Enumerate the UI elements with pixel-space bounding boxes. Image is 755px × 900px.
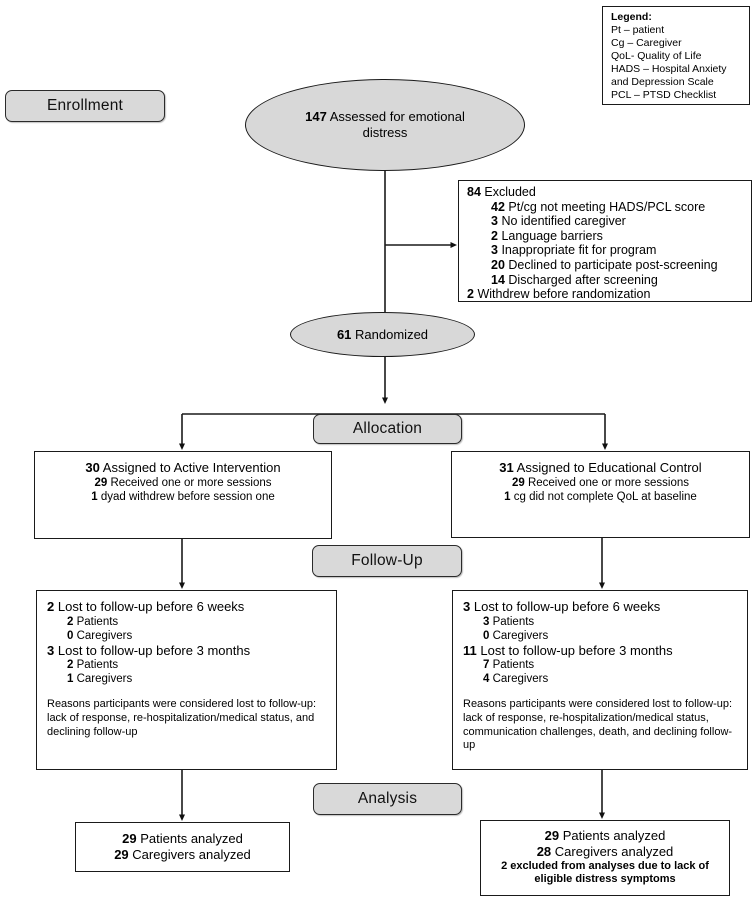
fu-right-g1: 3 Lost to follow-up before 6 weeks [463,599,661,614]
analysis-label-text: Analysis [357,790,418,807]
node-alloc-active: 30 Assigned to Active Intervention 29 Re… [34,451,332,539]
fu-left-g2-patients: 2 Patients [67,659,119,671]
fu-left-g1-caregivers: 0 Caregivers [67,629,133,642]
alloc-active-line: 1 dyad withdrew before session one [91,490,275,503]
node-analysis-control: 29 Patients analyzed 28 Caregivers analy… [480,820,730,896]
randomized-text: 61 Randomized [337,327,428,343]
legend-item-pt: Pt – patient [611,24,665,36]
node-excluded: 84 Excluded 42 Pt/cg not meeting HADS/PC… [458,180,752,302]
fu-right-g1-caregivers: 0 Caregivers [483,629,549,642]
alloc-active-heading: 30 Assigned to Active Intervention [85,460,281,475]
phase-label-allocation: Allocation [313,414,462,444]
phase-label-enrollment: Enrollment [5,90,165,122]
node-assessed: 147 Assessed for emotional distress [245,79,525,171]
randomized-label: Randomized [355,326,429,342]
fu-right-g2: 11 Lost to follow-up before 3 months [463,642,673,658]
fu-right-reasons: Reasons participants were considered los… [463,698,733,752]
legend-item-cg: Cg – Caregiver [611,37,682,49]
fu-right-g2-caregivers: 4 Caregivers [483,673,549,685]
excluded-reason: 3 No identified caregiver [491,214,626,229]
node-followup-control: 3 Lost to follow-up before 6 weeks 3 Pat… [452,590,748,770]
excluded-count: 84 [467,185,481,199]
node-alloc-control: 31 Assigned to Educational Control 29 Re… [451,451,750,538]
excluded-reason: 3 Inappropriate fit for program [491,243,657,258]
excluded-reason: 14 Discharged after screening [491,272,658,287]
analysis-left-caregivers: 29 Caregivers analyzed [114,846,251,862]
alloc-control-line: 29 Received one or more sessions [511,476,690,489]
node-followup-active: 2 Lost to follow-up before 6 weeks 2 Pat… [36,590,337,770]
analysis-left-patients: 29 Patients analyzed [122,831,243,846]
legend-box: Legend: Pt – patient Cg – Caregiver QoL-… [602,6,750,105]
randomized-count: 61 [336,326,352,342]
assessed-label: Assessed for emotional distress [329,109,465,140]
alloc-control-line: 1 cg did not complete QoL at baseline [504,490,697,503]
allocation-label-text: Allocation [352,420,423,437]
excluded-reason: 2 Language barriers [491,228,603,243]
fu-left-reasons: Reasons participants were considered los… [47,698,317,738]
alloc-control-heading: 31 Assigned to Educational Control [499,460,702,475]
assessed-count: 147 [305,109,327,124]
phase-label-analysis: Analysis [313,783,462,815]
excluded-reason: 20 Declined to participate post-screenin… [491,257,718,272]
fu-left-g2-caregivers: 1 Caregivers [67,673,133,685]
alloc-active-line: 29 Received one or more sessions [94,476,272,489]
fu-right-g1-patients: 3 Patients [483,615,535,628]
excluded-heading: 84 Excluded [467,185,536,199]
fu-left-g1: 2 Lost to follow-up before 6 weeks [47,599,245,614]
fu-left-g1-patients: 2 Patients [67,615,119,628]
excluded-reason: 42 Pt/cg not meeting HADS/PCL score [491,199,706,214]
legend-item-qol: QoL- Quality of Life [611,50,702,62]
phase-label-followup: Follow-Up [312,545,462,577]
excluded-withdrew: 2 Withdrew before randomization [467,287,651,302]
analysis-right-caregivers: 28 Caregivers analyzed [536,843,674,859]
fu-right-g2-patients: 7 Patients [483,659,535,671]
node-analysis-active: 29 Patients analyzed 29 Caregivers analy… [75,822,290,872]
assessed-text: 147 Assessed for emotional distress [283,109,488,141]
node-randomized: 61 Randomized [290,312,475,357]
followup-label-text: Follow-Up [351,552,423,569]
analysis-right-note: 2 excluded from analyses due to lack of … [501,860,709,885]
legend-item-hads: HADS – Hospital Anxiety and Depression S… [611,63,727,88]
legend-item-pcl: PCL – PTSD Checklist [611,89,717,101]
legend-title: Legend: [611,11,652,23]
analysis-right-patients: 29 Patients analyzed [544,828,666,843]
enrollment-label-text: Enrollment [46,97,124,114]
fu-left-g2: 3 Lost to follow-up before 3 months [47,642,251,658]
